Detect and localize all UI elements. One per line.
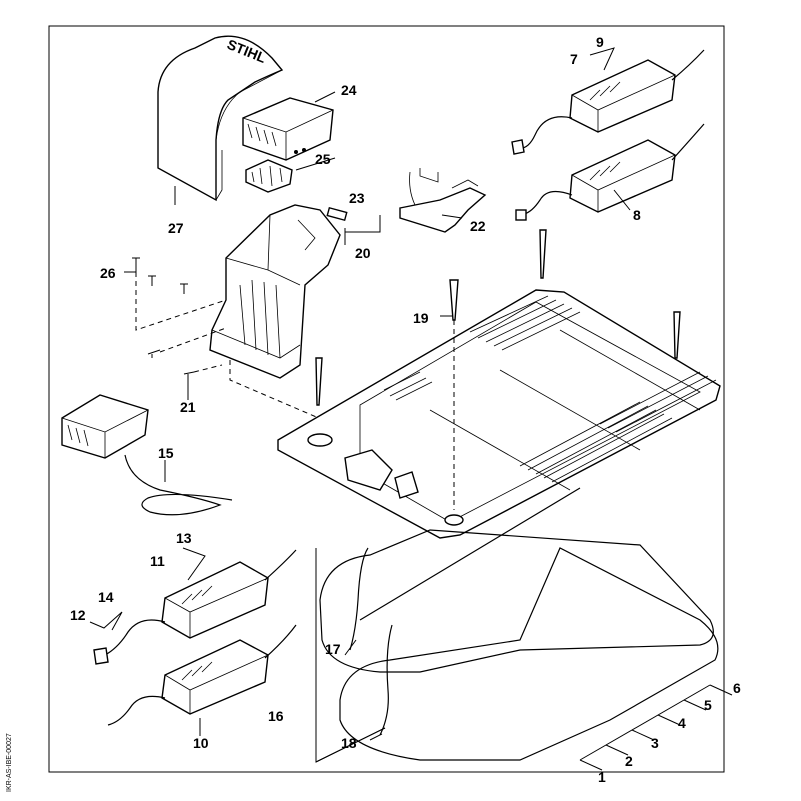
callout-21: 21 [180, 399, 196, 415]
callout-18: 18 [341, 735, 357, 751]
leader-lines [89, 47, 733, 771]
part-cover: STIHL [157, 35, 284, 202]
callout-2: 2 [625, 753, 633, 769]
callout-1: 1 [598, 769, 606, 785]
callout-14: 14 [98, 589, 114, 605]
callout-19: 19 [413, 310, 429, 326]
part-power-supply-7 [511, 49, 705, 155]
callout-9: 9 [596, 34, 604, 50]
callout-7: 7 [570, 51, 578, 67]
part-housing [209, 204, 348, 379]
part-base-plate [277, 289, 721, 539]
callout-24: 24 [341, 82, 357, 98]
part-power-supply-11 [93, 549, 297, 665]
callout-6: 6 [733, 680, 741, 696]
part-screws [132, 257, 195, 380]
callout-16: 16 [268, 708, 284, 724]
diagram-frame [48, 25, 725, 773]
callout-27: 27 [168, 220, 184, 236]
side-code-text: IKR-AS-IBE-00027 [6, 733, 13, 792]
side-code: IKR-AS-IBE-00027 [6, 733, 13, 792]
callout-4: 4 [678, 715, 686, 731]
part-boundary-wire [319, 487, 719, 761]
part-cable-box [61, 394, 233, 516]
callout-15: 15 [158, 445, 174, 461]
callout-5: 5 [704, 697, 712, 713]
part-power-supply-8 [515, 123, 705, 221]
callout-20: 20 [355, 245, 371, 261]
part-sensor-bracket [399, 168, 487, 233]
callout-13: 13 [176, 530, 192, 546]
callout-12: 12 [70, 607, 86, 623]
callout-10: 10 [193, 735, 209, 751]
part-pegs [315, 229, 681, 406]
callout-25: 25 [315, 151, 331, 167]
part-control-board [242, 97, 334, 161]
callout-8: 8 [633, 207, 641, 223]
callouts: 1 2 3 4 5 6 7 8 9 10 11 12 13 14 15 16 1… [70, 34, 741, 785]
callout-11: 11 [150, 553, 165, 569]
part-power-supply-10 [107, 624, 297, 726]
part-connector [245, 159, 293, 193]
callout-22: 22 [470, 218, 486, 234]
callout-3: 3 [651, 735, 659, 751]
callout-17: 17 [325, 641, 341, 657]
callout-23: 23 [349, 190, 365, 206]
callout-26: 26 [100, 265, 116, 281]
